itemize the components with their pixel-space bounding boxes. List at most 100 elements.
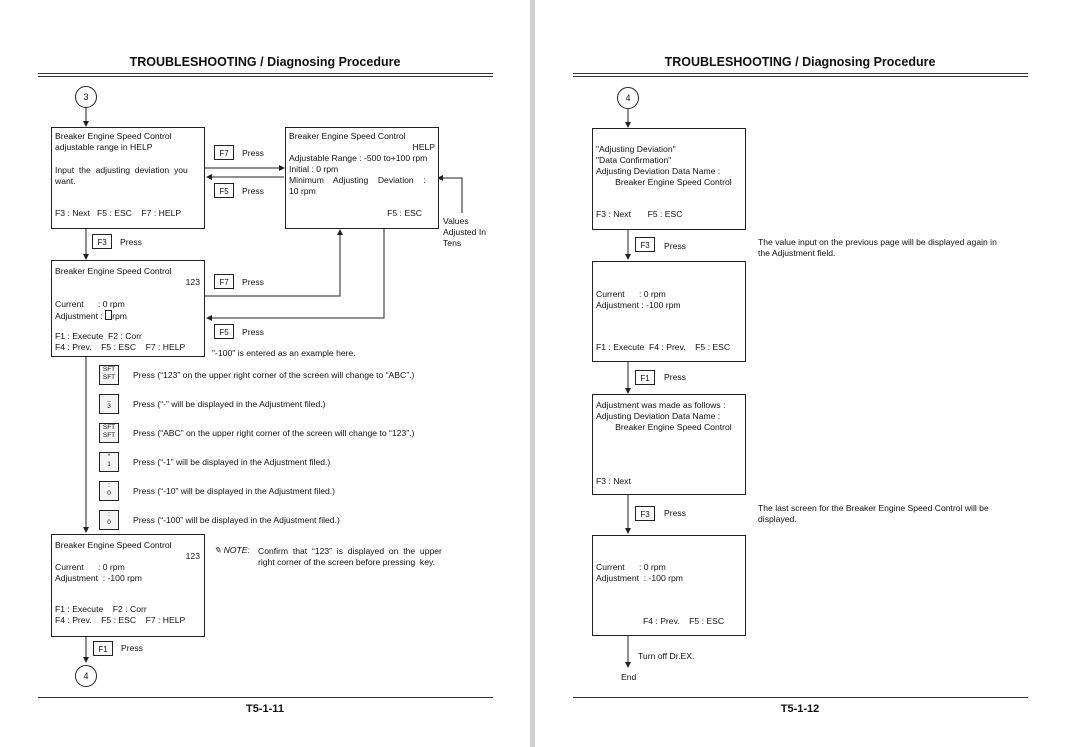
screen-line: Current : 0 rpm — [55, 562, 125, 572]
screen-footer: F5 : ESC — [387, 208, 422, 218]
screen-line: "Data Confirmation" — [596, 155, 672, 165]
f7-key: F7 — [214, 145, 234, 160]
step-text: Press (“-10” will be displayed in the Ad… — [133, 486, 336, 496]
screen-data-confirmation: "Adjusting Deviation" "Data Confirmation… — [592, 128, 746, 230]
note-label-text: NOTE: — [223, 545, 250, 555]
step-text: Press (“-1” will be displayed in the Adj… — [133, 457, 331, 467]
pencil-icon: ✎ — [214, 545, 222, 555]
key-bottom-legend: 0 — [107, 490, 111, 497]
press-label: Press — [664, 372, 686, 382]
minus-key-icon: _3 — [99, 394, 119, 414]
left-page: TROUBLESHOOTING / Diagnosing Procedure 3… — [0, 0, 530, 747]
key-top-legend: _ — [107, 395, 111, 402]
press-label: Press — [664, 508, 686, 518]
step-text: Press (“ABC” on the upper right corner o… — [133, 428, 415, 438]
f5-key: F5 — [214, 183, 234, 198]
mode-indicator: 123 — [185, 551, 200, 561]
key-top-legend: SFT — [102, 424, 116, 431]
connector-4: 4 — [617, 87, 639, 109]
screen-help: Breaker Engine Speed Control HELP Adjust… — [285, 127, 439, 229]
f1-key: F1 — [635, 370, 655, 385]
screen-footer: F1 : Execute F2 : Corr — [55, 604, 147, 614]
header-rule — [38, 73, 493, 74]
screen-footer: F4 : Prev. F5 : ESC — [643, 616, 725, 626]
explanation-note: The value input on the previous page wil… — [758, 237, 997, 258]
screen-line: Adjustment : rpm — [55, 310, 127, 322]
screen-line: Adjustment : -100 rpm — [596, 573, 683, 583]
flow-arrows — [83, 108, 463, 663]
explanation-note: The last screen for the Breaker Engine S… — [758, 503, 989, 524]
press-label: Press — [242, 277, 264, 287]
screen-footer: F4 : Prev. F5 : ESC F7 : HELP — [55, 342, 186, 352]
key-top-legend: SFT — [102, 366, 116, 373]
header-rule — [573, 73, 1028, 74]
f7-key: F7 — [214, 274, 234, 289]
note-text: Confirm that “123” is displayed on the u… — [258, 546, 442, 556]
press-label: Press — [242, 327, 264, 337]
key-top-legend: : — [108, 511, 110, 518]
screen-line: Breaker Engine Speed Control — [596, 177, 732, 187]
screen-line: Breaker Engine Speed Control — [55, 540, 172, 550]
screen-footer: F1 : Execute F4 : Prev. F5 : ESC — [596, 342, 731, 352]
screen-footer: F3 : Next F5 : ESC — [596, 209, 683, 219]
connector-3: 3 — [75, 86, 97, 108]
screen-line: Breaker Engine Speed Control — [55, 266, 172, 276]
press-label: Press — [242, 148, 264, 158]
header-rule-thin — [573, 76, 1028, 77]
flow-arrows — [625, 109, 631, 668]
values-note: Values Adjusted In Tens — [443, 216, 486, 248]
screen-final: Current : 0 rpm Adjustment : -100 rpm F4… — [592, 535, 746, 636]
f3-key: F3 — [635, 237, 655, 252]
footer-rule — [573, 697, 1028, 698]
page-number: T5-1-11 — [246, 703, 284, 715]
connector-4: 4 — [75, 665, 97, 687]
right-page: TROUBLESHOOTING / Diagnosing Procedure 4… — [535, 0, 1065, 747]
page-header-title: TROUBLESHOOTING / Diagnosing Procedure — [664, 55, 936, 69]
screen-line: 10 rpm — [289, 186, 316, 196]
screen-line: Adjusting Deviation Data Name : — [596, 166, 721, 176]
footer-rule — [38, 697, 493, 698]
key-0-icon: :0 — [99, 481, 119, 501]
step-text: Press (“-” will be displayed in the Adju… — [133, 399, 326, 409]
key-bottom-legend: 3 — [107, 403, 111, 410]
f3-key: F3 — [635, 506, 655, 521]
note-text: right corner of the screen before pressi… — [258, 557, 436, 567]
header-rule-thin — [38, 76, 493, 77]
key-1-icon: *1 — [99, 452, 119, 472]
f3-key: F3 — [92, 234, 112, 249]
press-label: Press — [120, 237, 142, 247]
key-0-icon: :0 — [99, 510, 119, 530]
screen-line: Adjustment : -100 rpm — [55, 573, 142, 583]
screen-line: Current : 0 rpm — [55, 299, 125, 309]
screen-line: Adjustable Range : -500 to+100 rpm — [289, 153, 428, 163]
page-divider — [530, 0, 535, 747]
f1-key: F1 — [93, 641, 113, 656]
screen-line: Input the adjusting deviation you — [55, 165, 188, 175]
screen-footer: F1 : Execute F2 : Corr — [55, 331, 142, 341]
screen-line: adjustable range in HELP — [55, 142, 153, 152]
screen-line: Current : 0 rpm — [596, 289, 666, 299]
step-text: Press (“-100” will be displayed in the A… — [133, 515, 340, 525]
step-text: Press (“123” on the upper right corner o… — [133, 370, 415, 380]
screen-line: Minimum Adjusting Deviation : — [289, 175, 426, 185]
press-label: Press — [242, 186, 264, 196]
cursor-icon — [105, 310, 113, 320]
key-bottom-legend: 0 — [107, 519, 111, 526]
page-number: T5-1-12 — [780, 703, 820, 715]
mode-indicator: 123 — [185, 277, 200, 287]
screen-line: Initial : 0 rpm — [289, 164, 339, 174]
screen-footer: F3 : Next F5 : ESC F7 : HELP — [55, 208, 182, 218]
screen-adjustment-entry: Breaker Engine Speed Control 123 Current… — [51, 260, 205, 357]
adjustment-label: Adjustment : — [55, 311, 106, 321]
screen-line: Adjustment was made as follows : — [596, 400, 726, 410]
screen-line: "Adjusting Deviation" — [596, 144, 676, 154]
key-top-legend: : — [108, 482, 110, 489]
note-label: ✎ NOTE: — [214, 545, 250, 556]
screen-line: Current : 0 rpm — [596, 562, 666, 572]
screen-line: Breaker Engine Speed Control — [596, 422, 732, 432]
key-top-legend: * — [107, 453, 111, 460]
end-label: End — [621, 672, 637, 682]
screen-line: Breaker Engine Speed Control — [289, 131, 406, 141]
turn-off-note: Turn off Dr.EX. — [638, 651, 695, 661]
